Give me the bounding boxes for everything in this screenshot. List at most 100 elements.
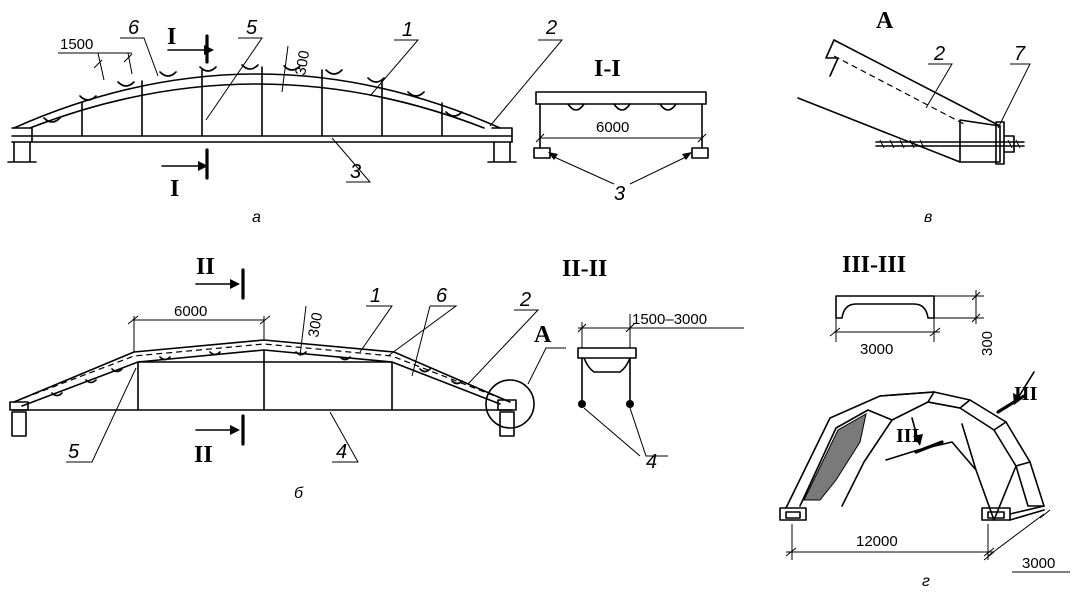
dim-3000g-text: 3000 xyxy=(1022,555,1055,572)
section-I-I-ribs xyxy=(567,103,677,111)
section-II-II-label-4: 4 xyxy=(646,451,657,473)
dim-1500-3000-text: 1500–3000 xyxy=(632,311,707,328)
vault-supports xyxy=(779,507,1011,521)
hanger-posts-5 xyxy=(81,66,443,137)
section-I-I-arrowheads xyxy=(548,152,692,160)
leader-b6 xyxy=(387,305,458,377)
arch-upper-chord-outer xyxy=(13,73,501,129)
section-II-II: II-II 1500–3000 4 xyxy=(562,256,744,473)
section-I-text-bottom: I xyxy=(170,176,179,202)
dim-300-leader xyxy=(281,45,289,93)
leader-b4 xyxy=(329,411,359,463)
caption-a: а xyxy=(252,209,261,226)
dim-300b-text: 300 xyxy=(305,311,326,339)
leader-b1 xyxy=(359,305,393,353)
section-I-I-slab xyxy=(535,91,707,105)
leader-detail-A xyxy=(527,347,566,385)
label-b4: 4 xyxy=(336,441,347,463)
section-I-I-title: I-I xyxy=(594,56,621,82)
detail-A-label-2: 2 xyxy=(933,43,945,65)
dim-3000-text: 3000 xyxy=(860,341,893,358)
section-III-arrow-right xyxy=(1017,371,1035,399)
section-II-arrowhead-top xyxy=(230,279,240,289)
section-II-text-bottom: II xyxy=(194,442,213,468)
arch-panel-hollows xyxy=(43,64,463,123)
section-III-cut-right xyxy=(996,394,1026,414)
leader-5 xyxy=(205,37,263,121)
label-b1: 1 xyxy=(370,285,381,307)
section-I-I-walls xyxy=(539,103,703,149)
label-1: 1 xyxy=(402,19,413,41)
caption-b: б xyxy=(294,485,304,502)
truss-right-support xyxy=(497,399,517,437)
dim-300-line xyxy=(934,290,984,324)
truss-upper-chord-outer xyxy=(13,339,511,403)
dim-1500-lines xyxy=(58,52,133,81)
figure-v-detail-A: А 2 7 в xyxy=(797,8,1031,226)
section-II-II-slab xyxy=(577,347,637,373)
label-5: 5 xyxy=(246,17,258,39)
leader-3 xyxy=(331,137,372,183)
label-2: 2 xyxy=(545,17,557,39)
section-II-II-tie-right xyxy=(626,400,634,408)
detail-A-title: А xyxy=(876,8,894,34)
section-III-text-left: III xyxy=(896,425,920,447)
section-I-I-label-3: 3 xyxy=(614,183,625,205)
section-I-text-top: I xyxy=(167,24,176,50)
section-II-text-top: II xyxy=(196,254,215,280)
detail-A-leader-2 xyxy=(925,63,953,109)
dim-3000-line xyxy=(829,318,941,342)
detail-A-break xyxy=(825,39,839,77)
dim-6000-line xyxy=(535,133,707,143)
section-I-arrowhead-bottom xyxy=(198,161,208,171)
leader-1 xyxy=(369,39,420,97)
vault-shaded-soffit xyxy=(803,413,867,501)
leader-2 xyxy=(489,39,564,127)
leader-b5 xyxy=(66,367,137,463)
section-III-III-title: III-III xyxy=(842,252,906,278)
dim-6000-text: 6000 xyxy=(596,119,629,136)
dim-6000b-line xyxy=(127,315,271,352)
section-II-II-rods xyxy=(581,357,631,405)
vault-top-surface xyxy=(879,391,1045,507)
dim-6000b-text: 6000 xyxy=(174,303,207,320)
detail-A-inner-dash xyxy=(833,55,965,125)
detail-A-anchor-rod xyxy=(875,141,1025,147)
right-support xyxy=(487,127,517,163)
truss-hollows xyxy=(51,351,463,397)
section-II-II-title: II-II xyxy=(562,256,607,282)
label-detail-A: А xyxy=(534,322,552,348)
truss-upper-chord-inner xyxy=(21,349,501,407)
figure-a-arch-truss: 1500 300 6 5 1 2 3 I I а xyxy=(7,17,564,226)
detail-A-leader-7 xyxy=(997,63,1031,129)
leader-b2 xyxy=(467,309,540,385)
section-II-arrowhead-bottom xyxy=(230,425,240,435)
section-I-I: I-I 6000 3 xyxy=(533,56,709,205)
detail-A-arch-upper xyxy=(833,39,1001,127)
left-support xyxy=(7,127,37,163)
dim-300c-text: 300 xyxy=(979,331,996,356)
arch-upper-chord-inner xyxy=(29,83,485,129)
section-II-II-tie-left xyxy=(578,400,586,408)
figure-b-polygonal-truss: 6000 300 1 6 2 5 4 А II II б xyxy=(9,254,566,502)
dim-300-text: 300 xyxy=(292,49,313,77)
detail-A-label-7: 7 xyxy=(1014,43,1026,65)
section-I-I-leaders-3 xyxy=(551,155,689,185)
dim-3000g-line xyxy=(983,509,1070,573)
truss-posts xyxy=(137,349,393,411)
detail-A-arch-lower xyxy=(797,97,961,163)
caption-v: в xyxy=(924,209,932,226)
label-b5: 5 xyxy=(68,441,80,463)
label-3: 3 xyxy=(350,161,361,183)
caption-g: г xyxy=(922,573,930,590)
section-II-II-leaders-4 xyxy=(583,407,668,457)
dim-1500-3000-line xyxy=(577,314,744,348)
vault-front-inner xyxy=(799,409,893,507)
section-I-I-bearings xyxy=(533,147,709,159)
label-b2: 2 xyxy=(519,289,531,311)
truss-left-support xyxy=(9,401,29,437)
dim-300b-leader xyxy=(299,305,307,357)
section-III-III: III-III 3000 300 xyxy=(829,252,996,358)
